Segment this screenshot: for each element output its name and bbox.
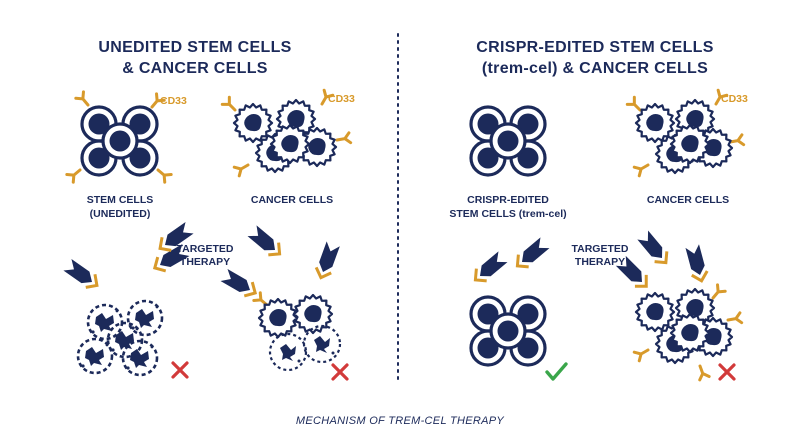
figure-caption: MECHANISM OF TREM-CEL THERAPY — [296, 415, 505, 427]
stem-cell-icon — [489, 122, 527, 160]
left-cancer-label: CANCER CELLS — [251, 194, 333, 206]
targeted-therapy-arrow-icon — [311, 239, 343, 282]
cd33-receptor-icon — [632, 344, 652, 363]
right-stem-label-line2: STEM CELLS (trem-cel) — [449, 208, 566, 220]
cancer-cell-icon — [292, 293, 334, 335]
targeted-therapy-arrow-icon — [510, 235, 552, 274]
cross-icon — [331, 363, 349, 381]
right-therapy-label-line2: THERAPY — [575, 256, 625, 268]
right-title-line2: (trem-cel) & CANCER CELLS — [482, 60, 708, 77]
cd33-receptor-icon — [65, 164, 85, 184]
unedited-stem-cell-cluster — [65, 90, 173, 184]
destroyed-cell-icon — [126, 299, 164, 337]
destroyed-cell-icon — [86, 303, 124, 341]
right-title-line1: CRISPR-EDITED STEM CELLS — [476, 39, 713, 56]
targeted-therapy-arrow-icon — [218, 266, 261, 302]
right-cancer-label: CANCER CELLS — [647, 194, 729, 206]
cd33-receptor-icon — [707, 283, 727, 303]
left-stem-label-line1: STEM CELLS — [87, 194, 154, 206]
cd33-label-left-cancer: CD33 — [328, 93, 355, 105]
cd33-label-left-stem: CD33 — [160, 95, 187, 107]
targeted-therapy-arrow-icon — [683, 242, 711, 285]
left-title-line1: UNEDITED STEM CELLS — [98, 39, 291, 56]
left-title-line2: & CANCER CELLS — [122, 60, 268, 77]
cd33-receptor-icon — [693, 362, 711, 382]
check-icon — [545, 362, 568, 381]
cd33-label-right-cancer: CD33 — [721, 93, 748, 105]
cd33-receptor-icon — [632, 159, 652, 178]
destroyed-cell-icon — [268, 332, 308, 372]
right-therapy-label-line1: TARGETED — [572, 243, 629, 255]
destroyed-cell-icon — [76, 337, 114, 375]
surviving-stem-cell-cluster — [469, 295, 547, 367]
cancer-cell-icon — [257, 297, 299, 339]
right-stem-label-line1: CRISPR-EDITED — [467, 194, 549, 206]
destroyed-stem-cell-cluster — [76, 299, 164, 377]
targeted-therapy-arrow-icon — [468, 249, 510, 288]
left-stem-label-line2: (UNEDITED) — [90, 208, 151, 220]
targeted-cancer-cell-cluster — [632, 283, 744, 382]
cd33-receptor-icon — [153, 164, 173, 184]
cd33-receptor-icon — [232, 159, 252, 178]
cancer-cell-icon — [669, 123, 711, 165]
cd33-receptor-icon — [334, 131, 353, 147]
crispr-edited-stem-cell-cluster — [469, 105, 547, 177]
cd33-receptor-icon — [74, 90, 94, 110]
cross-icon — [718, 363, 736, 381]
targeted-therapy-arrow-icon — [635, 228, 674, 270]
cancer-cell-icon — [634, 291, 676, 333]
targeted-therapy-arrow-icon — [245, 223, 287, 262]
cross-icon — [171, 361, 189, 379]
cd33-receptor-icon — [220, 95, 241, 116]
cancer-cell-icon — [669, 312, 711, 354]
left-therapy-label-line1: TARGETED — [177, 243, 234, 255]
damaged-cancer-cell-cluster — [252, 291, 342, 372]
left-therapy-label-line2: THERAPY — [180, 256, 230, 268]
cd33-receptor-icon — [725, 311, 744, 327]
stem-cell-icon — [101, 122, 139, 160]
targeted-therapy-arrow-icon — [61, 256, 104, 294]
destroyed-cell-icon — [302, 324, 342, 364]
stem-cell-icon — [489, 312, 527, 350]
cancer-cell-icon — [269, 123, 311, 165]
